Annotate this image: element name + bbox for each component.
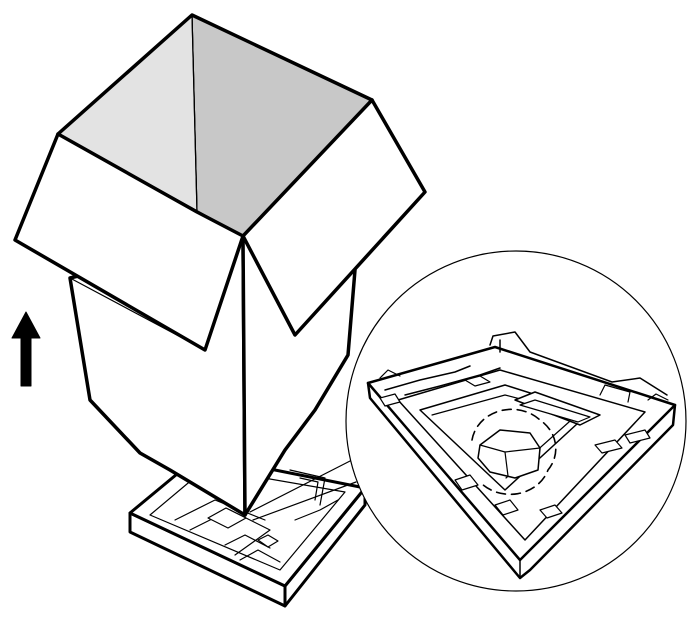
carton-box	[13, 13, 427, 517]
callout-pointer	[249, 459, 357, 521]
magnified-detail-circle	[345, 250, 687, 592]
lift-up-arrow-icon	[11, 311, 41, 387]
foam-tray-base	[128, 453, 367, 608]
small-component-detail	[471, 408, 557, 496]
